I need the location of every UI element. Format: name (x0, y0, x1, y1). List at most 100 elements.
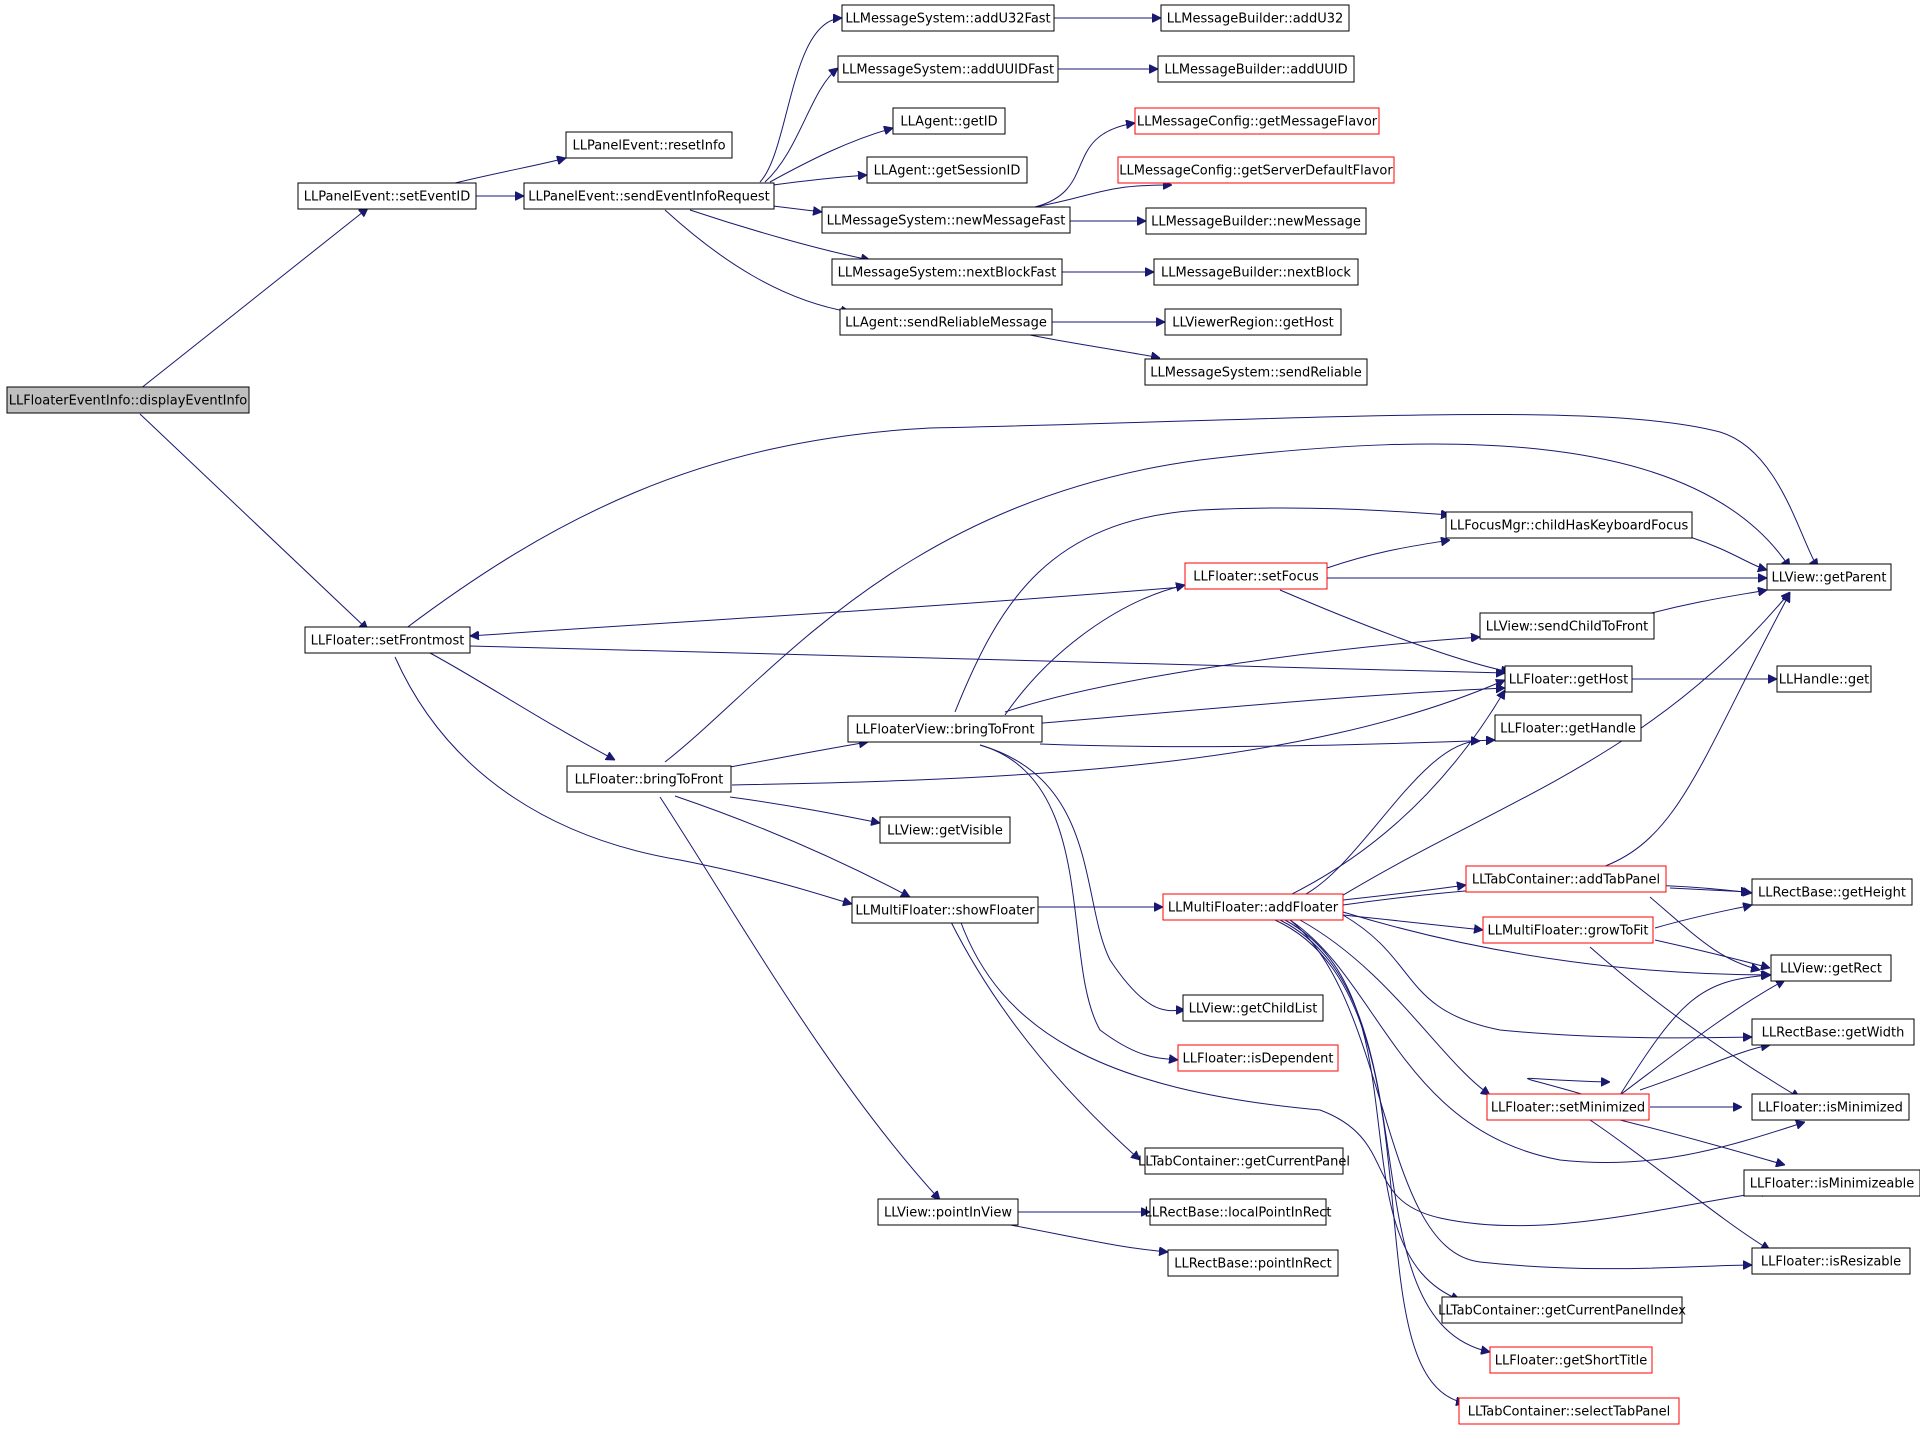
node-label: LLFocusMgr::childHasKeyboardFocus (1450, 519, 1689, 534)
node-box (1134, 107, 1380, 135)
function-node[interactable]: LLFloater::getHandle (1494, 714, 1642, 742)
edge (1342, 914, 1752, 1038)
edge (979, 744, 1185, 1011)
function-node[interactable]: LLRectBase::getHeight (1751, 878, 1913, 906)
function-node[interactable]: LLMultiFloater::addFloater (1162, 893, 1344, 921)
edge (139, 413, 368, 630)
edge (664, 209, 850, 312)
function-node[interactable]: LLRectBase::pointInRect (1167, 1249, 1339, 1277)
function-node[interactable]: LLMessageBuilder::nextBlock (1153, 258, 1359, 286)
function-node[interactable]: LLMessageBuilder::addU32 (1160, 4, 1350, 32)
node-box (1751, 878, 1913, 906)
node-label: LLMessageSystem::addUUIDFast (842, 63, 1054, 78)
node-box (1182, 994, 1324, 1022)
function-node[interactable]: LLMessageSystem::addU32Fast (841, 4, 1055, 32)
function-node[interactable]: LLView::getVisible (879, 816, 1011, 844)
function-node[interactable]: LLTabContainer::selectTabPanel (1458, 1397, 1680, 1425)
node-box (565, 131, 733, 159)
function-node[interactable]: LLTabContainer::addTabPanel (1465, 865, 1667, 893)
edge (1689, 536, 1767, 570)
node-label: LLMessageBuilder::nextBlock (1161, 266, 1351, 281)
node-label: LLFloaterEventInfo::displayEventInfo (9, 394, 248, 409)
function-node[interactable]: LLView::sendChildToFront (1479, 612, 1655, 640)
edge (999, 1222, 1168, 1252)
edge (674, 795, 910, 897)
node-label: LLTabContainer::selectTabPanel (1468, 1405, 1670, 1420)
function-node[interactable]: LLMessageSystem::newMessageFast (821, 206, 1071, 234)
node-label: LLMessageBuilder::addUUID (1164, 63, 1347, 78)
function-node[interactable]: LLFloaterView::bringToFront (847, 715, 1043, 743)
function-node[interactable]: LLFloaterEventInfo::displayEventInfo (6, 386, 250, 414)
function-node[interactable]: LLMessageBuilder::newMessage (1145, 207, 1367, 235)
edge (1326, 540, 1450, 569)
edge (949, 919, 1140, 1160)
function-node[interactable]: LLMultiFloater::showFloater (851, 896, 1039, 924)
function-node[interactable]: LLFloater::getShortTitle (1489, 1346, 1653, 1374)
node-label: LLFloater::getShortTitle (1495, 1354, 1648, 1369)
node-label: LLFloater::bringToFront (575, 773, 724, 788)
node-label: LLMultiFloater::growToFit (1487, 924, 1648, 939)
edge (1599, 593, 1790, 869)
node-label: LLTabContainer::getCurrentPanel (1138, 1155, 1350, 1170)
function-node[interactable]: LLPanelEvent::setEventID (297, 182, 477, 210)
edge (1342, 885, 1466, 901)
function-node[interactable]: LLMultiFloater::growToFit (1482, 916, 1654, 944)
node-label: LLMessageBuilder::addU32 (1167, 12, 1344, 27)
function-node[interactable]: LLMessageSystem::nextBlockFast (831, 258, 1063, 286)
function-node[interactable]: LLFloater::isMinimizeable (1743, 1169, 1920, 1197)
node-label: LLFloater::isMinimized (1758, 1101, 1903, 1116)
node-box (877, 1198, 1019, 1226)
node-label: LLRectBase::localPointInRect (1145, 1206, 1332, 1221)
function-node[interactable]: LLTabContainer::getCurrentPanel (1138, 1147, 1350, 1175)
node-box (1751, 1018, 1915, 1046)
edge (1342, 914, 1483, 930)
function-node[interactable]: LLFloater::bringToFront (566, 765, 732, 793)
node-label: LLAgent::getSessionID (874, 164, 1021, 179)
edge (1289, 690, 1505, 896)
function-node[interactable]: LLView::getRect (1770, 954, 1892, 982)
node-box (1177, 1044, 1339, 1072)
node-label: LLTabContainer::addTabPanel (1472, 873, 1660, 888)
function-node[interactable]: LLHandle::get (1776, 665, 1872, 693)
function-node[interactable]: LLFloater::isResizable (1751, 1247, 1911, 1275)
function-node[interactable]: LLView::pointInView (877, 1198, 1019, 1226)
node-label: LLAgent::sendReliableMessage (845, 316, 1047, 331)
function-node[interactable]: LLMessageBuilder::addUUID (1157, 55, 1355, 83)
function-node[interactable]: LLFloater::setFocus (1184, 562, 1328, 590)
edge (1589, 946, 1800, 1098)
edge (429, 652, 615, 760)
edge (1589, 1119, 1770, 1250)
function-node[interactable]: LLFloater::isMinimized (1751, 1093, 1910, 1121)
function-node[interactable]: LLAgent::getSessionID (866, 156, 1028, 184)
function-node[interactable]: LLMessageConfig::getServerDefaultFlavor (1117, 156, 1395, 184)
function-node[interactable]: LLPanelEvent::sendEventInfoRequest (523, 182, 775, 210)
function-node[interactable]: LLMessageSystem::addUUIDFast (837, 55, 1059, 83)
edge (731, 680, 1505, 786)
function-node[interactable]: LLFloater::setMinimized (1486, 1093, 1650, 1121)
node-box (892, 107, 1006, 135)
function-node[interactable]: LLFocusMgr::childHasKeyboardFocus (1445, 511, 1693, 539)
node-box (1149, 1198, 1327, 1226)
function-node[interactable]: LLAgent::getID (892, 107, 1006, 135)
edge (1639, 590, 1767, 617)
function-node[interactable]: LLFloater::isDependent (1177, 1044, 1339, 1072)
function-node[interactable]: LLFloater::setFrontmost (304, 626, 471, 654)
function-node[interactable]: LLFloater::getHost (1504, 665, 1633, 693)
node-box (1494, 714, 1642, 742)
edge (469, 645, 1505, 673)
function-node[interactable]: LLPanelEvent::resetInfo (565, 131, 733, 159)
function-node[interactable]: LLView::getParent (1766, 563, 1892, 591)
function-node[interactable]: LLMessageSystem::sendReliable (1144, 358, 1368, 386)
edge (139, 208, 368, 390)
function-node[interactable]: LLView::getChildList (1182, 994, 1324, 1022)
function-node[interactable]: LLRectBase::getWidth (1751, 1018, 1915, 1046)
function-node[interactable]: LLRectBase::localPointInRect (1145, 1198, 1332, 1226)
function-node[interactable]: LLTabContainer::getCurrentPanelIndex (1438, 1296, 1686, 1324)
function-node[interactable]: LLViewerRegion::getHost (1164, 308, 1342, 336)
node-label: LLView::sendChildToFront (1486, 620, 1649, 635)
function-node[interactable]: LLMessageConfig::getMessageFlavor (1134, 107, 1380, 135)
node-label: LLView::getChildList (1189, 1002, 1318, 1017)
edge (394, 656, 852, 904)
function-node[interactable]: LLAgent::sendReliableMessage (839, 308, 1053, 336)
